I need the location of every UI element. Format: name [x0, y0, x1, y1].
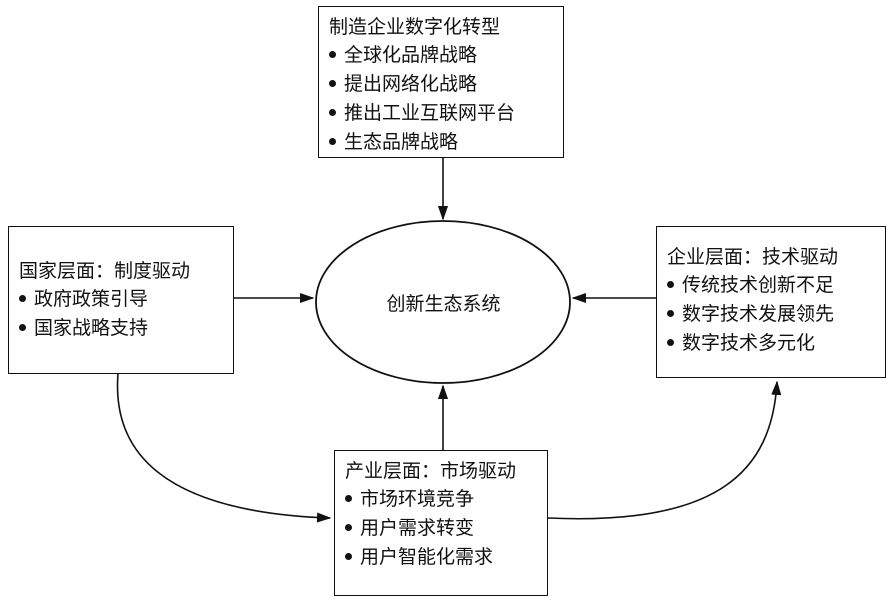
list-item: 生态品牌战略: [329, 128, 553, 157]
bottom-box-title: 产业层面：市场驱动: [345, 460, 517, 482]
list-item: 推出工业互联网平台: [329, 99, 553, 128]
right-box: 企业层面：技术驱动 传统技术创新不足 数字技术发展领先 数字技术多元化: [656, 226, 886, 378]
curve-bottom-to-right: [547, 380, 782, 520]
bullet-icon: [19, 323, 26, 331]
left-box: 国家层面：制度驱动 政府政策引导 国家战略支持: [8, 226, 234, 374]
list-item: 全球化品牌战略: [329, 41, 553, 70]
center-label: 创新生态系统: [386, 292, 501, 315]
bullet-icon: [329, 108, 336, 116]
list-item: 提出网络化战略: [329, 70, 553, 99]
top-box-list: 全球化品牌战略 提出网络化战略 推出工业互联网平台 生态品牌战略: [329, 41, 553, 157]
bullet-icon: [667, 338, 674, 346]
list-item: 用户需求转变: [345, 514, 537, 543]
list-item: 传统技术创新不足: [667, 271, 875, 300]
center-ellipse: [315, 220, 571, 384]
list-item: 政府政策引导: [19, 285, 223, 314]
top-box: 制造企业数字化转型 全球化品牌战略 提出网络化战略 推出工业互联网平台 生态品牌…: [318, 6, 564, 158]
bullet-icon: [329, 79, 336, 87]
right-box-list: 传统技术创新不足 数字技术发展领先 数字技术多元化: [667, 271, 875, 358]
bullet-icon: [345, 494, 352, 502]
bullet-icon: [329, 137, 336, 145]
bullet-icon: [329, 50, 336, 58]
left-box-list: 政府政策引导 国家战略支持: [19, 285, 223, 343]
right-box-title: 企业层面：技术驱动: [667, 246, 839, 268]
list-item: 用户智能化需求: [345, 543, 537, 572]
bottom-box-list: 市场环境竞争 用户需求转变 用户智能化需求: [345, 485, 537, 572]
bullet-icon: [345, 552, 352, 560]
list-item: 数字技术发展领先: [667, 300, 875, 329]
bullet-icon: [667, 309, 674, 317]
bottom-box: 产业层面：市场驱动 市场环境竞争 用户需求转变 用户智能化需求: [334, 450, 548, 596]
bullet-icon: [19, 294, 26, 302]
list-item: 数字技术多元化: [667, 329, 875, 358]
top-box-title: 制造企业数字化转型: [329, 16, 501, 38]
curve-left-to-bottom: [116, 373, 332, 523]
bullet-icon: [667, 280, 674, 288]
list-item: 国家战略支持: [19, 314, 223, 343]
list-item: 市场环境竞争: [345, 485, 537, 514]
left-box-title: 国家层面：制度驱动: [19, 260, 191, 282]
bullet-icon: [345, 523, 352, 531]
